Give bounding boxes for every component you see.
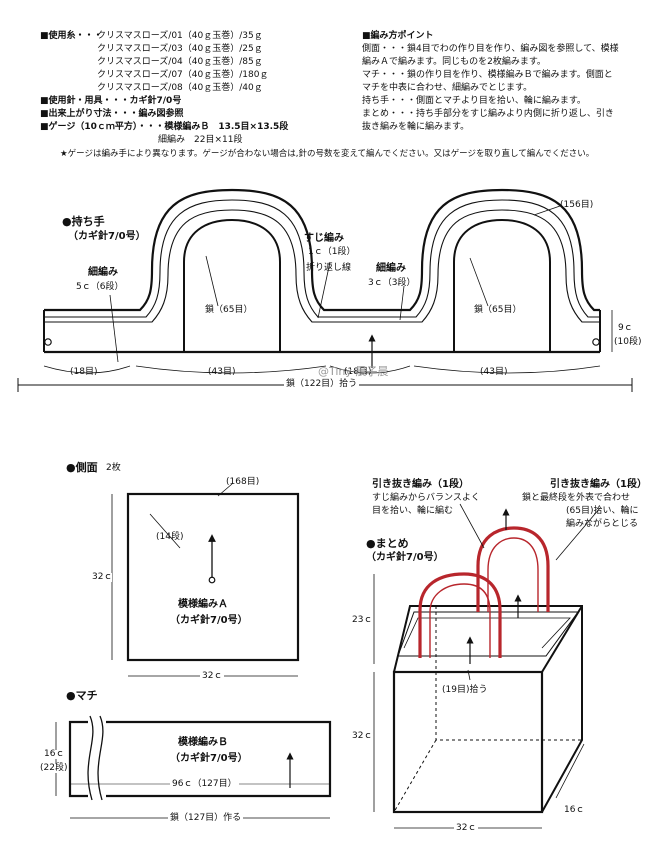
finished-bag-drawing <box>373 503 601 829</box>
side-width: 32ｃ <box>200 671 225 681</box>
gusset-height: 16ｃ <box>44 749 65 759</box>
gauge-line-2: 細編み 22目×11段 <box>158 135 243 145</box>
yarn-line-2: クリスマスローズ/03（40ｇ玉巻）/25ｇ <box>97 44 263 54</box>
finish-pick-19: (19目)拾う <box>442 685 488 695</box>
slip-left-line-2: 目を拾い、輪に編む <box>372 506 454 516</box>
handle-chain-right: 鎖（65目） <box>474 305 522 315</box>
needle-line: ■使用針・用具・・・カギ針7/0号 <box>40 96 182 106</box>
gusset-pattern: 模様編みＢ <box>178 737 228 748</box>
side-rows: (14段) <box>156 532 184 542</box>
points-line-1: 側面・・・鎖4目でわの作り目を作り、編み図を参照して、模様 <box>362 44 619 54</box>
handle-seg-18-left: (18目) <box>70 367 98 377</box>
handle-seg-43-left: (43目) <box>208 367 236 377</box>
slip-right-line-1: 鎖と最終段を外表で合わせ <box>522 493 631 503</box>
finish-depth: 16ｃ <box>564 805 585 815</box>
gusset-title: ●マチ <box>66 689 98 702</box>
handle-sc-rows-mid: 3ｃ（3段） <box>368 278 416 288</box>
handle-title: ●持ち手 <box>62 215 105 228</box>
points-line-2: 編みＡで編みます。同じものを2枚編みます。 <box>362 57 546 67</box>
size-line: ■出来上がり寸法・・・編み図参照 <box>40 109 184 119</box>
gusset-height-rows: (22段) <box>40 763 68 773</box>
handle-ridge-title: すじ編み <box>304 233 344 244</box>
gusset-chain: 鎖（127目）作る <box>168 813 244 823</box>
finish-bag-height: 32ｃ <box>352 731 373 741</box>
handle-sc-rows-left: 5ｃ（6段） <box>76 282 124 292</box>
finish-hook: （カギ針7/0号） <box>366 552 444 563</box>
handle-hook: （カギ針7/0号） <box>68 231 146 242</box>
points-line-4: マチを中表に合わせ、細編みでとじます。 <box>362 83 533 93</box>
slip-right-line-2: (65目)拾い、輪に <box>566 506 639 516</box>
points-title: ■編み方ポイント <box>362 31 434 41</box>
handle-single-crochet-mid: 細編み <box>376 263 406 274</box>
side-hook: （カギ針7/0号） <box>170 615 248 626</box>
side-panel-drawing <box>111 483 300 677</box>
gauge-note: ★ゲージは編み手により異なります。ゲージが合わない場合は,針の号数を変えて編んで… <box>60 149 595 159</box>
yarn-line-1: クリスマスローズ/01（40ｇ玉巻）/35ｇ <box>97 31 263 41</box>
points-line-3: マチ・・・鎖の作り目を作り、模様編みＢで編みます。側面と <box>362 70 613 80</box>
side-title: ●側面 <box>66 461 98 474</box>
gauge-line: ■ゲージ（10ｃｍ平方）・・・模様編みＢ 13.5目×13.5段 <box>40 122 289 132</box>
handle-single-crochet-left: 細編み <box>88 267 118 278</box>
yarn-line-4: クリスマスローズ/07（40ｇ玉巻）/180ｇ <box>97 70 269 80</box>
handle-seg-43-right: (43目) <box>480 367 508 377</box>
finish-title: ●まとめ <box>366 537 409 550</box>
side-count: 2枚 <box>106 463 121 473</box>
handle-ridge-rows: 1ｃ（1段） <box>308 247 356 257</box>
finish-width: 32ｃ <box>454 823 479 833</box>
handle-height-rows: (10段) <box>614 337 642 347</box>
points-line-6: まとめ・・・持ち手部分をすじ編みより内側に折り返し、引き <box>362 109 614 119</box>
handle-stitches-156: (156目) <box>560 200 594 210</box>
handle-pick-up: 鎖（122目）拾う <box>284 379 360 389</box>
slip-left-title: 引き抜き編み（1段） <box>372 479 469 490</box>
handle-fold-line: 折り返し線 <box>306 263 352 273</box>
gusset-drawing <box>55 712 332 819</box>
gusset-width: 96ｃ（127目） <box>170 779 239 789</box>
yarn-line-5: クリスマスローズ/08（40ｇ玉巻）/40ｇ <box>97 83 263 93</box>
handle-seg-18-mid: (18目) <box>344 367 372 377</box>
handle-chain-left: 鎖（65目） <box>205 305 253 315</box>
slip-left-line-1: すじ編みからバランスよく <box>372 493 480 503</box>
side-height: 32ｃ <box>92 572 113 582</box>
points-line-7: 抜き編みを輪に編みます。 <box>362 122 470 132</box>
slip-right-line-3: 編みながらとじる <box>566 519 639 529</box>
yarn-line-3: クリスマスローズ/04（40ｇ玉巻）/85ｇ <box>97 57 263 67</box>
side-stitches: (168目) <box>226 477 260 487</box>
gusset-hook: （カギ針7/0号） <box>170 753 248 764</box>
handle-height: 9ｃ <box>618 323 633 333</box>
yarn-label: ■使用糸・・・ <box>40 31 103 41</box>
slip-right-title: 引き抜き編み（1段） <box>550 479 647 490</box>
watermark: @Tiny·晨子晨 <box>318 365 389 378</box>
side-pattern: 模様編みＡ <box>178 599 228 610</box>
finish-handle-height: 23ｃ <box>352 615 373 625</box>
points-line-5: 持ち手・・・側面とマチより目を拾い、輪に編みます。 <box>362 96 586 106</box>
